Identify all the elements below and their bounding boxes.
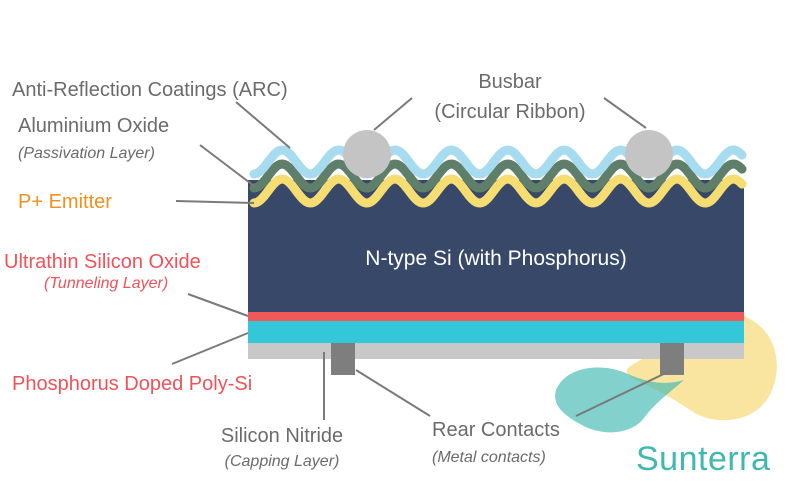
passivation-layer-label: (Passivation Layer)	[18, 145, 155, 162]
aluminium-oxide-layer	[249, 159, 747, 193]
busbar-label: Busbar	[478, 71, 542, 93]
rear-contact-2	[660, 343, 684, 375]
busbar-ribbon-2	[625, 130, 673, 178]
poly-si-label: Phosphorus Doped Poly-Si	[12, 373, 253, 395]
p-emitter-label: P+ Emitter	[18, 191, 112, 213]
leader-lines	[171, 97, 673, 420]
leader-emitter	[175, 200, 255, 204]
logo-teal-shape	[555, 367, 684, 433]
arc-label: Anti-Reflection Coatings (ARC)	[12, 79, 288, 101]
capping-layer-label: (Capping Layer)	[224, 453, 340, 470]
n-type-si-layer	[248, 180, 744, 312]
busbar-ribbon-1	[343, 130, 391, 178]
p-emitter-layer	[249, 174, 747, 208]
n-type-si-label: N-type Si (with Phosphorus)	[365, 247, 627, 270]
leader-arc	[235, 101, 291, 149]
sunterra-logo-text: Sunterra	[636, 440, 771, 478]
leader-rear-contact-2	[575, 369, 673, 417]
circular-ribbon-label: (Circular Ribbon)	[434, 101, 586, 123]
rear-contacts-label: Rear Contacts	[432, 419, 560, 441]
rear-contact-1	[331, 343, 355, 375]
tunneling-oxide-layer	[248, 312, 744, 321]
silicon-nitride-label: Silicon Nitride	[220, 425, 344, 447]
leader-busbar-2	[603, 97, 647, 129]
leader-busbar-1	[373, 97, 413, 131]
poly-si-layer	[248, 321, 744, 343]
metal-contacts-label: (Metal contacts)	[432, 449, 546, 466]
leader-rear-contact-1	[355, 369, 431, 417]
tunneling-layer-label: (Tunneling Layer)	[44, 275, 169, 292]
leader-poly	[171, 332, 249, 365]
ultrathin-oxide-label: Ultrathin Silicon Oxide	[4, 251, 201, 273]
leader-alox	[199, 144, 255, 187]
silicon-nitride-layer	[248, 343, 744, 359]
aluminium-oxide-label: Aluminium Oxide	[18, 115, 170, 137]
leader-oxide	[187, 293, 249, 317]
